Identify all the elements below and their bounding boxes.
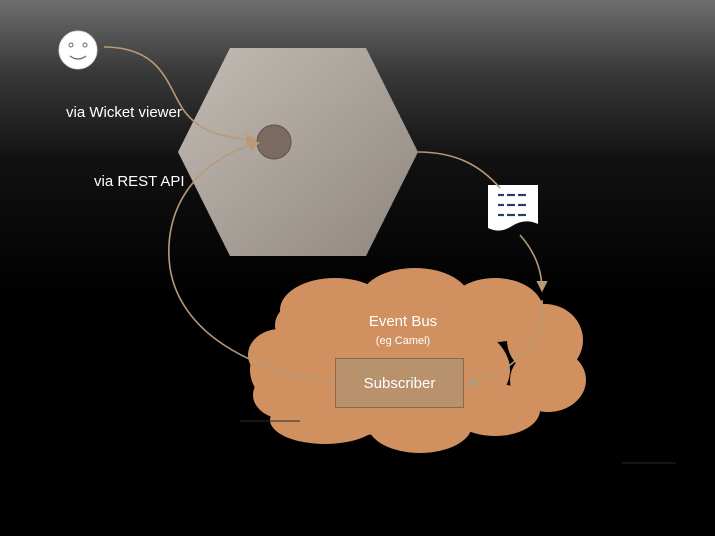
arrow-to-subscriber [465,299,543,388]
label-via-rest: via REST API [94,173,185,190]
arrow-rest [168,139,336,383]
label-via-wicket: via Wicket viewer [66,104,182,121]
arrow-wicket [103,46,258,145]
core-dot-icon [256,124,292,160]
smiley-face-icon [58,30,98,70]
hexagon-icon [178,48,418,256]
arrow-publish [417,151,542,290]
document-icon [488,185,538,231]
subscriber-box: Subscriber [335,358,464,408]
label-event-bus: Event Bus [368,313,438,330]
subscriber-label: Subscriber [363,374,436,392]
label-event-bus-sub: (eg Camel) [375,335,431,347]
